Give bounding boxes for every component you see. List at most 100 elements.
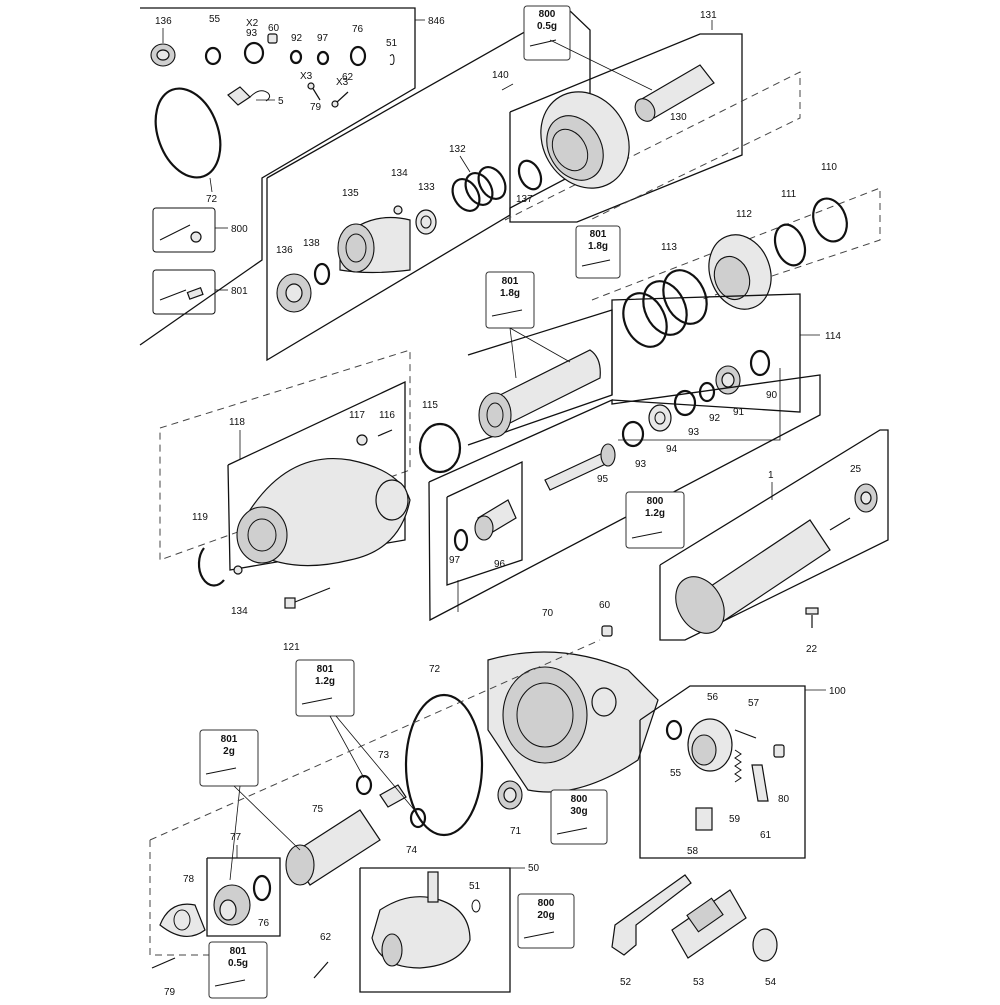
grease-box-800-30g: 800 30g [550,789,608,845]
callout-54: 54 [765,977,777,988]
callout-114: 114 [825,331,841,342]
part-95-striker: 95 [544,443,616,491]
part-93-ring: X2 93 [243,18,265,65]
callout-134a: 134 [391,168,408,179]
part-76-ring-low: 76 [252,874,272,929]
grease-code: 800 [538,898,555,909]
callout-22: 22 [806,644,818,655]
callout-60a: 60 [268,23,280,34]
part-134-ball-low: 134 [231,565,248,617]
part-79-screw-low: 79 [151,957,176,998]
part-136-bearing-large: 136 [276,245,312,313]
part-119-circlip: 119 [192,512,225,587]
kit-100-frame: 100 [639,685,846,859]
callout-138: 138 [303,238,320,249]
part-113-springs: 113 [622,242,708,348]
callout-96: 96 [494,559,506,570]
part-112-gear: 112 [708,209,772,310]
part-5-brush: 5 [227,86,284,107]
dashed-guide-top [504,71,801,221]
callout-55b: 55 [670,768,682,779]
grease-box-801-0.5g: 801 0.5g [208,941,268,999]
grease-box-801-1.8g-left: 801 1.8g [485,271,571,379]
callout-93c: 93 [635,459,647,470]
callout-75: 75 [312,804,324,815]
part-118-housing [236,458,411,567]
callout-62-x: X3 [336,77,349,88]
grease-box-801-1.8g-right: 801 1.8g [575,225,621,279]
callout-62b: 62 [320,932,332,943]
part-70-gear-housing: 70 [487,608,659,793]
callout-93a: 93 [246,28,258,39]
grease-box-800-20g: 800 20g [517,893,575,949]
callout-113: 113 [661,242,677,253]
part-131-chuck-sleeve [540,91,630,189]
callout-91: 91 [733,407,745,418]
callout-92b: 92 [709,413,721,424]
callout-61: 61 [760,830,772,841]
callout-94: 94 [666,444,678,455]
part-77-bearing [213,884,251,926]
callout-136a: 136 [155,16,172,27]
part-1-armature [675,517,851,634]
kit-1-frame: 1 [659,429,889,641]
callout-136b: 136 [276,245,293,256]
grease-qty: 0.5g [537,21,557,32]
callout-131: 131 [700,10,717,21]
callout-121: 121 [283,642,300,653]
kit-large-frame [428,374,821,622]
part-59-spring: 59 [729,749,742,825]
part-79-screw-top: X3 79 [300,71,322,113]
part-61-lever: 61 [751,764,772,841]
kit-piston-frame [467,309,613,446]
callout-72a: 72 [206,194,218,205]
part-90-ring: 90 [749,349,778,401]
part-91-bearing: 91 [715,365,745,418]
part-62-screw-top: X3 62 [331,72,354,108]
grease-qty: 2g [223,746,235,757]
callout-80: 80 [778,794,790,805]
callout-1: 1 [768,470,774,481]
grease-qty: 1.2g [645,508,665,519]
part-58-slider: 58 [687,807,713,857]
callout-133: 133 [418,182,435,193]
kit-846-frame: 846 [139,7,445,346]
part-62-screw-low: 62 [313,932,332,979]
callout-52: 52 [620,977,632,988]
callout-70: 70 [542,608,554,619]
kit-96-frame [446,460,523,586]
part-132-springs: 132 [449,144,507,212]
part-92-ring: 92 [289,33,303,65]
part-111-ring: 111 [773,189,807,267]
part-25-bearing: 25 [850,464,878,513]
grease-code: 801 [502,276,519,287]
kit-118-frame: 118 [227,380,406,571]
grease-box-800-1.2g: 800 1.2g [625,491,685,549]
grease-qty: 1.8g [500,288,520,299]
part-801-grease-icon: 801 [152,269,248,315]
callout-25: 25 [850,464,862,475]
part-51-clip: 51 [386,38,398,65]
callout-58: 58 [687,846,699,857]
dashed-guide-118 [159,349,411,561]
callout-57: 57 [748,698,760,709]
grease-code: 800 [539,9,556,20]
callout-100: 100 [829,686,846,697]
callout-76b: 76 [258,918,270,929]
callout-118: 118 [229,417,245,428]
grease-qty: 20g [537,910,554,921]
callout-51b: 51 [469,881,481,892]
part-piston-tube [478,349,601,438]
kit-140-frame: 140 [266,7,591,362]
part-138-ring: 138 [303,238,331,286]
part-136-bearing-small: 136 [150,16,176,67]
part-133-washer: 133 [415,182,437,235]
part-55-ring: 55 [204,14,222,66]
callout-90: 90 [766,390,778,401]
grease-qty: 1.8g [588,241,608,252]
grease-code: 800 [647,496,664,507]
grease-qty: 30g [570,806,587,817]
callout-97a: 97 [317,33,329,44]
part-22-screw: 22 [805,607,819,655]
